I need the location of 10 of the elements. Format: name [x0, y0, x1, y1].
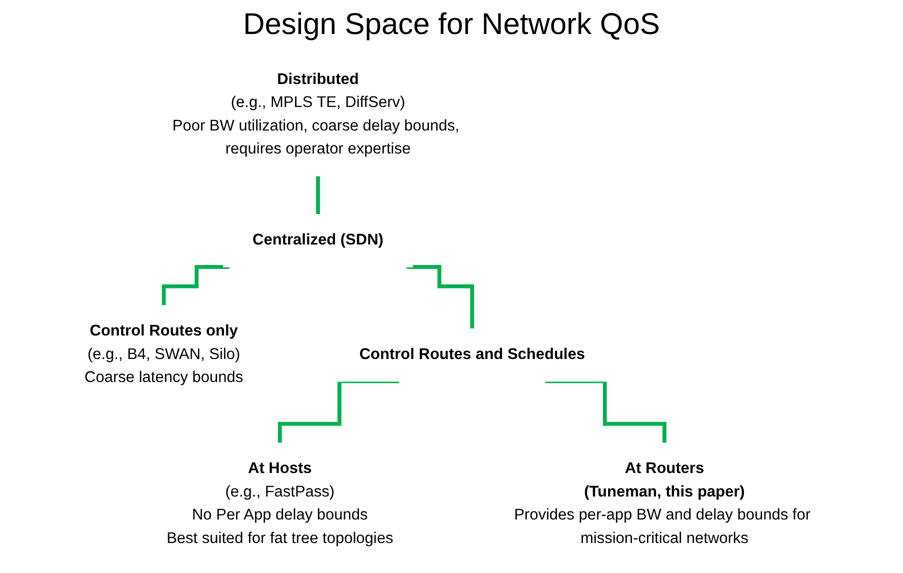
diagram-title: Design Space for Network QoS — [243, 8, 660, 42]
connector — [544, 379, 666, 446]
node-text: At Routers (Tuneman, this paper) Provides per-app BW and delay bounds for mission-critical networks — [514, 460, 810, 547]
node-text: At Hosts (e.g., FastPass) No Per App delay bounds Best suited for fat tree topologies — [166, 460, 393, 547]
connector — [277, 379, 399, 446]
connector — [161, 264, 229, 308]
connector — [316, 174, 320, 216]
connector — [406, 264, 474, 331]
node-text: Control Routes only (e.g., B4, SWAN, Silo) Coarse latency bounds — [84, 323, 243, 386]
node-text: Distributed (e.g., MPLS TE, DiffServ) Poor BW utilization, coarse delay bounds, requires operator expertise — [172, 71, 459, 158]
